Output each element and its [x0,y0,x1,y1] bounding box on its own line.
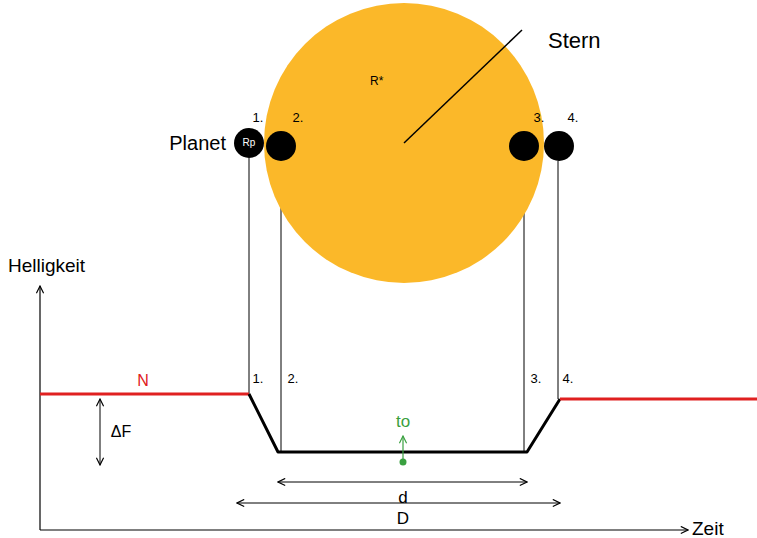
depth-arrow [100,399,101,465]
contact-number: 2. [293,111,304,124]
star-radius: R* [370,75,383,87]
time-axis [40,529,688,530]
planet-name: Planet [169,133,226,153]
contact-number: 3. [531,372,542,385]
brightness-axis [39,286,40,530]
normal-flux-label: N [137,373,149,389]
star-shape [264,3,544,283]
planet-radius: Rp [243,138,256,148]
contact-number: 2. [288,372,299,385]
transit-curve [249,394,560,452]
normal-flux [560,398,757,401]
planet-circle [509,131,539,161]
contact-line [249,158,250,394]
planet-circle [266,131,296,161]
mid-transit-arrow [402,436,403,462]
contact-line [558,161,559,399]
contact-number: 1. [253,372,264,385]
depth-label: ΔF [111,424,131,440]
planet-disc: PlanetRp [234,128,264,158]
duration-label: d [398,489,407,506]
contact-number: 4. [563,372,574,385]
duration-label: D [397,510,409,527]
planet-positions [264,3,544,283]
star-name: Stern [548,30,601,52]
star-circle [264,3,544,283]
axis-label: Helligkeit [8,256,85,275]
radius-line [404,30,522,143]
contact-number: 3. [534,111,545,124]
normal-flux [40,393,249,396]
duration-arrow [278,482,527,483]
contact-number: 4. [568,111,579,124]
planet-circle [234,128,264,158]
planet-circle [544,131,574,161]
star-disc: SternR* [264,3,544,283]
contact-number: 1. [253,111,264,124]
axis-label: Zeit [692,519,724,538]
mid-transit-label: to [396,413,410,430]
